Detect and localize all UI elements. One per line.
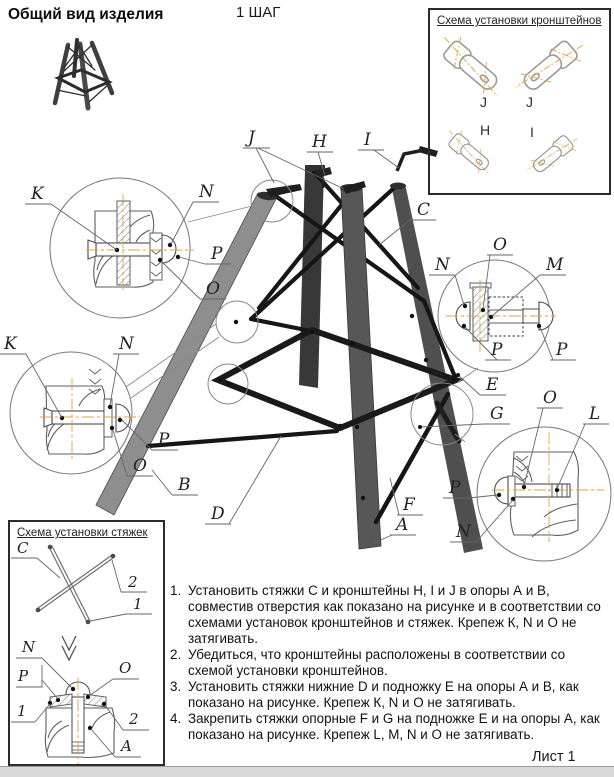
figure-label-g: G [490, 404, 504, 424]
instruction-item: 4. Закрепить стяжки опорные F и G на под… [170, 711, 612, 743]
page-bottom-edge [0, 766, 614, 777]
support-tie-f [373, 391, 451, 525]
instruction-list: 1. Установить стяжки С и кронштейны H, I… [170, 583, 612, 743]
instruction-number: 2. [170, 647, 182, 662]
bracket-scheme-title: Схема установки кронштейнов [437, 15, 602, 27]
callout-ml-label-o: O [133, 456, 147, 476]
instruction-number: 3. [170, 679, 182, 694]
callout-br-label-n: N [456, 522, 471, 542]
callout-br-label-l: L [589, 404, 601, 424]
instruction-text: Установить стяжки нижние D и подножку Е … [188, 679, 579, 710]
callout-tl-label-p: P [211, 244, 223, 264]
tie-scheme-box: Схема установки стяжек [8, 520, 165, 766]
main-figure [95, 146, 483, 553]
bracket-label-i: I [530, 124, 534, 140]
leg-back [299, 168, 324, 388]
callout-connectors [125, 205, 479, 443]
step-title: 1 ШАГ [236, 4, 281, 21]
bracket-scheme-box: Схема установки кронштейнов [428, 8, 611, 195]
callout-tl-label-n: N [199, 182, 214, 202]
callout-br-label-p: P [449, 478, 461, 498]
callout-ml-label-k: K [4, 334, 17, 354]
figure-label-c: C [417, 200, 431, 220]
figure-label-h: H [312, 132, 327, 152]
tie-label-2b: 2 [129, 710, 139, 728]
tie-scheme-art [11, 544, 152, 764]
callout-right [429, 254, 576, 373]
instruction-item: 3. Установить стяжки нижние D и подножку… [170, 679, 612, 711]
figure-label-b: B [178, 475, 191, 495]
tie-label-c: C [17, 539, 29, 557]
figure-leaders [151, 147, 510, 544]
bracket-label-j1: J [480, 94, 487, 110]
callout-mid-left [0, 351, 178, 477]
tie-label-o: O [119, 659, 132, 677]
figure-label-i: I [364, 130, 371, 150]
instruction-text: Установить стяжки С и кронштейны H, I и … [188, 583, 601, 646]
callout-r-label-p1: P [491, 340, 503, 360]
instruction-item: 1. Установить стяжки С и кронштейны H, I… [170, 583, 612, 647]
bracket-j-left [266, 184, 302, 197]
figure-label-j: J [248, 128, 255, 148]
sheet-number: Лист 1 [532, 749, 576, 765]
callout-ml-label-n: N [119, 334, 134, 354]
figure-label-d: D [211, 504, 225, 524]
instruction-text: Закрепить стяжки опорные F и G на поднож… [188, 711, 600, 742]
tie-label-a: A [121, 737, 132, 755]
bracket-j-front [342, 181, 366, 194]
tie-label-p: P [18, 667, 29, 685]
tie-label-2a: 2 [128, 573, 138, 591]
callout-r-label-o: O [493, 235, 507, 255]
leg-rivets [217, 313, 457, 501]
instruction-number: 4. [170, 711, 182, 726]
figure-label-f: F [403, 495, 415, 515]
overview-title: Общий вид изделия [8, 6, 164, 23]
callout-br-label-o: O [543, 388, 557, 408]
footrest-ring [210, 326, 465, 432]
leg-right [391, 184, 483, 553]
figure-label-a: A [396, 515, 409, 535]
tie-label-1a: 1 [133, 595, 143, 613]
callout-ml-label-p: P [158, 430, 170, 450]
lower-tie-d [145, 428, 340, 449]
tie-label-1b: 1 [17, 702, 27, 720]
callout-top-left [25, 177, 231, 319]
callout-tl-label-o: O [206, 279, 220, 299]
instruction-item: 2. Убедиться, что кронштейны расположены… [170, 647, 612, 679]
callout-tl-label-k: K [31, 184, 44, 204]
overview-figure [52, 38, 115, 111]
instruction-number: 1. [170, 583, 182, 598]
figure-label-e: E [486, 375, 499, 395]
bracket-h [315, 167, 332, 188]
callout-r-label-m: M [546, 255, 564, 275]
instruction-text: Убедиться, что кронштейны расположены в … [188, 647, 566, 678]
tie-label-n: N [22, 638, 36, 656]
bracket-label-j2: J [526, 94, 533, 110]
callout-r-label-p2: P [556, 340, 568, 360]
callout-bottom-right [443, 407, 612, 562]
tie-scheme-title: Схема установки стяжек [17, 527, 148, 539]
bracket-label-h: H [480, 122, 491, 138]
callout-r-label-n: N [435, 255, 450, 275]
